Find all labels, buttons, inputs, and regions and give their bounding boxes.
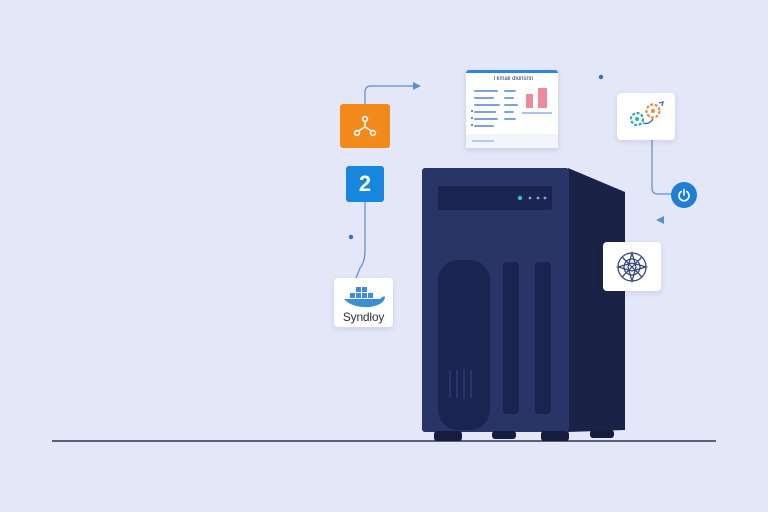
docker-card[interactable]: Syndloy bbox=[334, 278, 393, 327]
dashboard-top-bar bbox=[466, 70, 558, 73]
power-icon bbox=[678, 188, 690, 202]
server-tower bbox=[422, 168, 625, 441]
server-foot bbox=[541, 431, 569, 441]
connector-orange-to-dashboard bbox=[364, 85, 415, 104]
server-foot bbox=[434, 431, 462, 441]
dashboard-title: Tkmail dlonsnn bbox=[492, 76, 534, 82]
compass-card[interactable] bbox=[603, 242, 661, 291]
drive-slot bbox=[535, 262, 551, 414]
server-foot bbox=[590, 430, 614, 438]
dashboard-content bbox=[466, 88, 558, 148]
connector-number-to-docker bbox=[355, 202, 366, 279]
docker-card-label: Syndloy bbox=[342, 310, 385, 324]
dot-decoration bbox=[598, 74, 604, 80]
power-button[interactable] bbox=[671, 182, 697, 208]
network-share-card[interactable] bbox=[340, 104, 390, 148]
number-badge[interactable]: 2 bbox=[346, 166, 384, 202]
network-share-icon bbox=[353, 115, 377, 137]
status-led bbox=[528, 196, 532, 200]
arrow-head-right bbox=[413, 82, 421, 90]
server-top-panel bbox=[438, 186, 552, 210]
connector-gears-to-power bbox=[651, 140, 671, 195]
drive-bay-left bbox=[438, 260, 490, 430]
status-led bbox=[536, 196, 540, 200]
status-led bbox=[543, 196, 547, 200]
server-foot bbox=[492, 431, 516, 439]
gears-card[interactable] bbox=[617, 93, 675, 140]
docker-whale-icon bbox=[344, 287, 385, 308]
status-led bbox=[517, 195, 523, 201]
dashboard-window-card[interactable]: Tkmail dlonsnn bbox=[466, 70, 558, 148]
drive-slot bbox=[503, 262, 519, 414]
dot-decoration bbox=[348, 234, 354, 240]
gears-icon bbox=[629, 101, 664, 127]
connector-lines bbox=[355, 85, 671, 279]
server-side-panel bbox=[568, 168, 625, 432]
compass-icon bbox=[615, 250, 649, 284]
arrow-head-left bbox=[656, 216, 664, 224]
